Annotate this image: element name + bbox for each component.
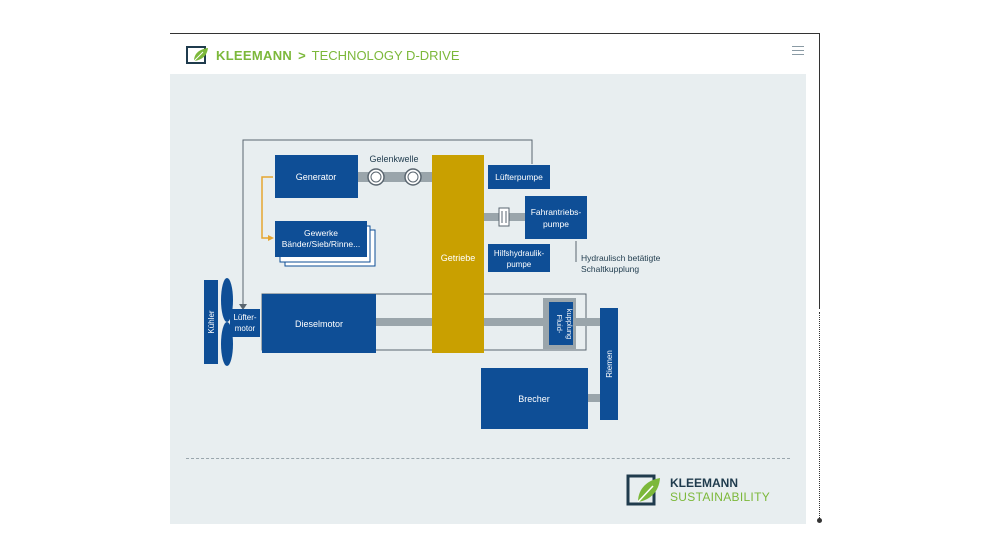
gelenkwelle-joints (367, 168, 422, 186)
generator-block (275, 155, 358, 198)
getriebe-label: Getriebe (441, 253, 476, 263)
kuehler-label: Kühler (207, 310, 216, 333)
joint-left (367, 168, 385, 186)
fahrantrieb-label-2: pumpe (543, 219, 569, 229)
kupplung-note-2: Schaltkupplung (581, 264, 639, 274)
brecher-label: Brecher (518, 394, 550, 404)
fluid-shaft (576, 318, 600, 326)
frame-border-right (819, 34, 820, 309)
engine-shaft-right (484, 318, 544, 326)
hydraulic-bracket (261, 176, 274, 241)
joint-right (404, 168, 422, 186)
luefterpumpe-block (488, 165, 550, 189)
riemen-label: Riemen (605, 350, 614, 378)
kleemann-leaf-logo-icon (626, 474, 660, 506)
gewerke-label-2: Bänder/Sieb/Rinne... (282, 239, 360, 249)
breadcrumb-separator: > (298, 47, 306, 63)
brecher-block (481, 368, 588, 429)
luefter-label-1: Lüfter- (233, 313, 256, 322)
top-bar: KLEEMANN > TECHNOLOGY D-DRIVE (170, 34, 806, 74)
dieselmotor-label: Dieselmotor (295, 319, 343, 329)
hilfshydraulikpumpe-block (488, 244, 550, 272)
fahrantriebspumpe-block (525, 196, 587, 239)
luftermotor-block (230, 309, 260, 337)
kuehler-block (204, 280, 218, 364)
luefter-label-2: motor (235, 324, 256, 333)
frame-border-top (170, 33, 820, 34)
getriebe-block (432, 155, 484, 353)
hilfs-label-1: Hilfshydraulik- (494, 249, 545, 258)
gewerke-stack: Gewerke Bänder/Sieb/Rinne... (275, 221, 376, 267)
brecher-shaft (588, 394, 600, 402)
hilfs-label-2: pumpe (507, 260, 532, 269)
gewerke-block (275, 221, 367, 257)
sustainability-logo[interactable]: KLEEMANN SUSTAINABILITY (626, 472, 770, 508)
kleemann-leaf-logo-icon[interactable] (186, 45, 210, 65)
generator-label: Generator (296, 172, 337, 182)
feedback-line (242, 139, 533, 308)
breadcrumb: KLEEMANN > TECHNOLOGY D-DRIVE (186, 45, 460, 65)
fluidkupplung-block (549, 302, 573, 345)
content-card: KLEEMANN > TECHNOLOGY D-DRIVE (170, 34, 806, 524)
fluid-label-2: kupplung (565, 309, 574, 339)
gewerke-label-1: Gewerke (304, 228, 338, 238)
schaltkupplung-symbol (498, 207, 510, 227)
frame-corner-dot (817, 518, 822, 523)
footer-divider (186, 458, 790, 459)
frame-border-right-dotted (819, 312, 820, 518)
breadcrumb-brand[interactable]: KLEEMANN (216, 47, 293, 63)
luefterpumpe-label: Lüfterpumpe (495, 172, 543, 182)
feedback-arrowhead (239, 304, 247, 310)
fluid-label-1: Fluid- (555, 315, 564, 334)
kupplung-note-1: Hydraulisch betätigte (581, 253, 661, 263)
generator-shaft (358, 172, 432, 182)
breadcrumb-section: TECHNOLOGY D-DRIVE (311, 47, 460, 63)
footer-brand: KLEEMANN (670, 476, 738, 490)
fahrantrieb-label-1: Fahrantriebs- (531, 207, 582, 217)
footer-tagline: SUSTAINABILITY (670, 490, 771, 504)
dieselmotor-block (262, 294, 376, 353)
gelenkwelle-label: Gelenkwelle (369, 154, 418, 164)
riemen-block (600, 308, 618, 420)
sustainability-text: KLEEMANN SUSTAINABILITY (670, 476, 770, 504)
hamburger-menu-icon[interactable] (792, 46, 804, 58)
